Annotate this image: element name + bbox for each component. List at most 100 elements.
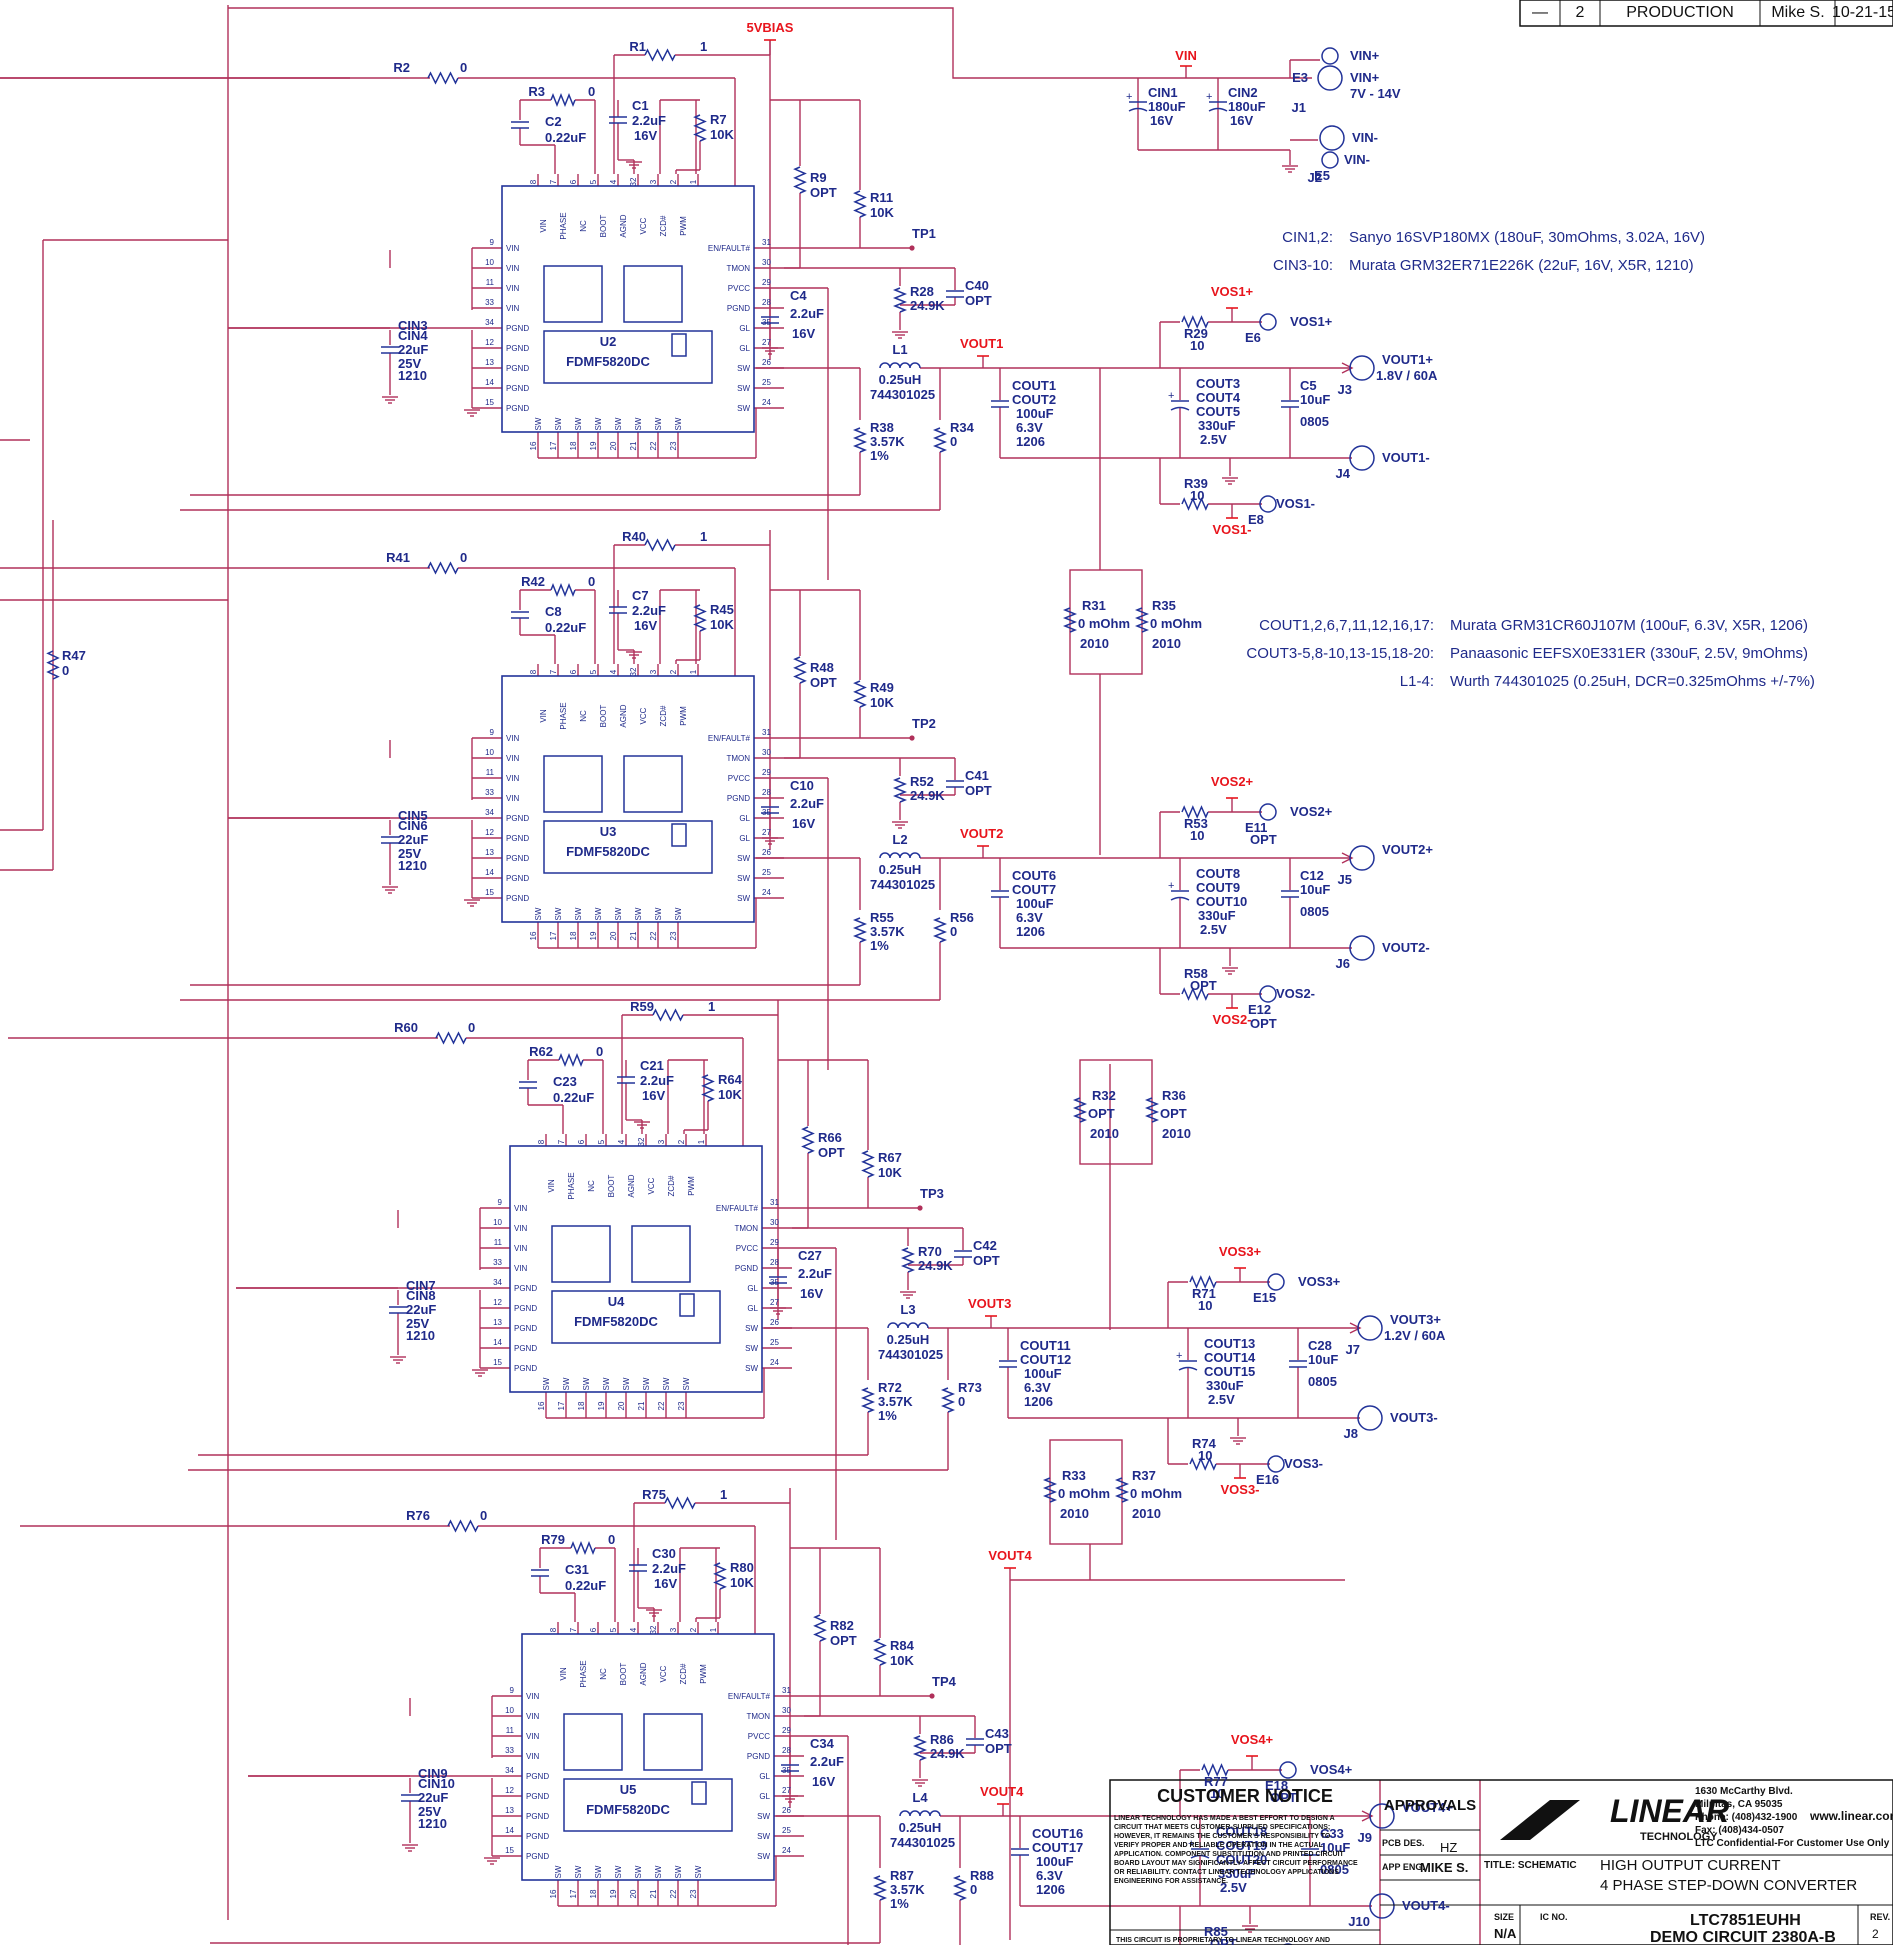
- pin-name: BOOT: [607, 1175, 616, 1198]
- pin-name: SW: [757, 1812, 770, 1821]
- pin-number: 18: [589, 1889, 598, 1898]
- terminal-label: VOUT2+: [1382, 842, 1433, 857]
- polarized-capacitor-symbol: [1128, 107, 1148, 112]
- pin-number: 33: [493, 1258, 502, 1267]
- value-label: 10K: [870, 695, 894, 710]
- value-label: 2010: [1132, 1506, 1161, 1521]
- pin-number: 18: [569, 441, 578, 450]
- pin-name: VIN: [506, 284, 520, 293]
- pin-name: SW: [654, 1865, 663, 1878]
- pin-number: 9: [510, 1686, 515, 1695]
- ref-label: C31: [565, 1562, 589, 1577]
- ref-label: J7: [1346, 1342, 1360, 1357]
- pin-name: SW: [634, 907, 643, 920]
- value-label: 0: [468, 1020, 475, 1035]
- rev: 2: [1576, 4, 1585, 21]
- terminal-label: VOUT4-: [1402, 1898, 1450, 1913]
- resistor-symbol: [940, 1387, 956, 1413]
- ref-label: C33: [1320, 1826, 1344, 1841]
- value-label: 10uF: [1308, 1352, 1338, 1367]
- pin-name: GL: [747, 1304, 758, 1313]
- pin-number: 34: [505, 1766, 514, 1775]
- ref-label: C1: [632, 98, 649, 113]
- pin-name: ZCD#: [679, 1663, 688, 1684]
- value-label: OPT: [965, 293, 992, 308]
- ref-label: R45: [710, 602, 734, 617]
- pin-number: 33: [505, 1746, 514, 1755]
- pin-number: 29: [782, 1726, 791, 1735]
- ref-label: J10: [1348, 1914, 1370, 1929]
- note-ref: CIN1,2:: [1282, 229, 1333, 246]
- ref-label: C8: [545, 604, 562, 619]
- polarized-capacitor-symbol: [1178, 1366, 1198, 1371]
- value-label: 3.57K: [870, 434, 905, 449]
- ref-label: E16: [1256, 1472, 1279, 1487]
- ref-label: COUT19: [1216, 1838, 1267, 1853]
- pin-number: 21: [637, 1401, 646, 1410]
- pin-number: 3: [669, 1627, 678, 1632]
- logo-subtext: TECHNOLOGY: [1640, 1831, 1718, 1843]
- ref-label: COUT4: [1196, 390, 1241, 405]
- value-label: 1206: [1016, 434, 1045, 449]
- pin-name: PGND: [526, 1812, 549, 1821]
- value-label: 0.22uF: [545, 130, 586, 145]
- pin-number: 35: [762, 808, 771, 817]
- value-label: 0: [460, 60, 467, 75]
- ic-ref: U2: [600, 334, 617, 349]
- pin-number: 9: [498, 1198, 503, 1207]
- value-label: 25V: [406, 1316, 429, 1331]
- value-label: 2.2uF: [810, 1754, 844, 1769]
- value-label: OPT: [1250, 1016, 1277, 1031]
- value-label: 16V: [634, 128, 657, 143]
- value-label: OPT: [818, 1145, 845, 1160]
- value-label: 1.8V / 60A: [1376, 368, 1438, 383]
- die-pad: [543, 820, 713, 874]
- pin-name: SW: [554, 417, 563, 430]
- ref-label: E15: [1253, 1290, 1276, 1305]
- pin-number: 34: [485, 808, 494, 817]
- value-label: 2010: [1090, 1126, 1119, 1141]
- value-label: 1.2V / 60A: [1384, 1328, 1446, 1343]
- note-text: Murata GRM31CR60J107M (100uF, 6.3V, X5R,…: [1450, 617, 1808, 634]
- pin-name: SW: [737, 874, 750, 883]
- pin-name: SW: [737, 894, 750, 903]
- title-label: TITLE: SCHEMATIC: [1484, 1860, 1577, 1871]
- value-label: 10uF: [1320, 1840, 1350, 1855]
- pin-number: 31: [770, 1198, 779, 1207]
- ref-label: C27: [798, 1248, 822, 1263]
- pin-number: 29: [770, 1238, 779, 1247]
- value-label: 10K: [710, 617, 734, 632]
- pin-number: 6: [569, 669, 578, 674]
- address: 1630 McCarthy Blvd.: [1695, 1786, 1793, 1797]
- value-label: OPT: [1270, 1790, 1297, 1805]
- pin-name: PGND: [727, 304, 750, 313]
- ic-ref: U4: [608, 1294, 625, 1309]
- pin-name: PGND: [514, 1364, 537, 1373]
- vos-label: VOS1+: [1211, 284, 1254, 299]
- pin-name: PHASE: [579, 1660, 588, 1687]
- ref-label: C28: [1308, 1338, 1332, 1353]
- revision-frame: [1519, 0, 1893, 27]
- pin-name: NC: [599, 1668, 608, 1680]
- ref-label: L3: [900, 1302, 915, 1317]
- pin-name: VCC: [639, 217, 648, 234]
- pin-name: SW: [745, 1344, 758, 1353]
- pin-name: PHASE: [567, 1172, 576, 1199]
- resistor-symbol: [952, 1875, 968, 1901]
- pin-name: SW: [594, 417, 603, 430]
- pin-number: 18: [569, 931, 578, 940]
- ref-label: R72: [878, 1380, 902, 1395]
- shunt-frame: [1079, 1059, 1153, 1165]
- ref-label: COUT2: [1012, 392, 1056, 407]
- pin-number: 2: [677, 1139, 686, 1144]
- pin-number: 23: [669, 931, 678, 940]
- pin-name: SW: [654, 417, 663, 430]
- pin-number: 12: [485, 338, 494, 347]
- resistor-symbol: [1189, 1275, 1217, 1289]
- resistor-symbol: [861, 1150, 875, 1178]
- pin-number: 4: [609, 179, 618, 184]
- value-label: 744301025: [878, 1347, 943, 1362]
- ref-label: CIN8: [406, 1288, 436, 1303]
- value-label: 0 mOhm: [1078, 616, 1130, 631]
